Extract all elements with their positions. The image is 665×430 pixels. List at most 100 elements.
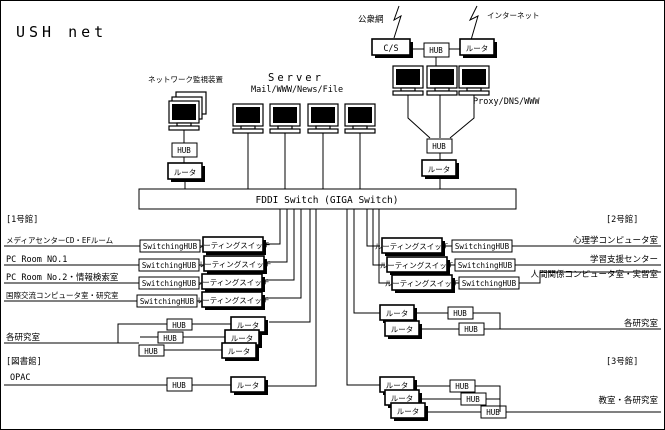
- b2-lab-router-2-label: ルータ: [391, 325, 414, 334]
- b3-trunk: [346, 209, 380, 386]
- b1-routing-switch-2: [203, 255, 267, 274]
- b1-lab-hub-1-label: HUB: [172, 321, 186, 330]
- server-monitor-4: [344, 103, 376, 134]
- b1-routing-switch-2-label: ルーティングスイッチ: [197, 259, 272, 269]
- b2-lab-hub-1-label: HUB: [453, 309, 467, 318]
- public-network-label: 公衆網: [358, 14, 384, 25]
- cs-label: C/S: [383, 44, 398, 54]
- b1-routing-switch-4-label: ルーティングスイッチ: [195, 295, 270, 305]
- library-trunk: [268, 209, 317, 387]
- b1-lab-hub-2-label: HUB: [163, 334, 177, 343]
- server-title: Server: [268, 72, 324, 84]
- b1-lab-hub-3-label: HUB: [144, 347, 158, 356]
- cs-box: [371, 38, 411, 56]
- b2-switching-hub-3-label: SwitchingHUB: [462, 279, 517, 288]
- b1-lab-label: 各研究室: [6, 332, 41, 343]
- b2-room-line-3: [519, 271, 661, 284]
- diagram-title: USH net: [16, 23, 107, 41]
- monitor-hub-label: HUB: [177, 146, 191, 155]
- server-services: Mail/WWW/News/File: [251, 85, 343, 95]
- b1-switching-hub-2-label: SwitchingHUB: [142, 261, 197, 270]
- b2-trunk-4: [353, 209, 380, 314]
- building-3-header: [3号館]: [606, 356, 638, 367]
- building-1-header: [1号館]: [6, 214, 38, 225]
- b1-routing-switch-1: [202, 236, 266, 255]
- server-monitor-3: [307, 103, 339, 134]
- b3-router-1-label: ルータ: [386, 381, 409, 390]
- b2-routing-switch-1-label: ルーティングスイッチ: [375, 241, 450, 251]
- b3-hub-2-label: HUB: [466, 395, 480, 404]
- b1-room-4: 国際交流コンピュータ室・研究室: [6, 290, 119, 300]
- internet-link: [468, 5, 479, 41]
- b3-branch-1: [475, 385, 501, 412]
- b1-switching-hub-3-label: SwitchingHUB: [142, 279, 197, 288]
- b2-lab-hub-2-label: HUB: [464, 325, 478, 334]
- b2-routing-switch-3-label: ルーティングスイッチ: [385, 278, 460, 288]
- b3-router-3: [390, 402, 428, 421]
- fddi-switch-label: FDDI Switch (GIGA Switch): [256, 195, 399, 206]
- b1-routing-switch-1-label: ルーティングスイッチ: [196, 240, 271, 250]
- b2-routing-switch-3: [391, 274, 455, 293]
- b2-switching-hub-1-label: SwitchingHUB: [455, 242, 510, 251]
- b2-switching-hub-2-label: SwitchingHUB: [458, 261, 513, 270]
- building-2-header: [2号館]: [606, 214, 638, 225]
- b2-lab-label: 各研究室: [624, 318, 659, 329]
- proxy-router-label: ルータ: [428, 165, 451, 174]
- b2-lab-router-1-label: ルータ: [386, 309, 409, 318]
- b1-room-3: PC Room No.2・情報検索室: [6, 272, 119, 283]
- b1-trunk-3: [265, 209, 295, 281]
- public-network-link: [393, 5, 402, 39]
- b3-hub-3-label: HUB: [486, 408, 500, 417]
- b1-trunk-2: [265, 209, 288, 263]
- server-monitor-2: [269, 103, 301, 134]
- network-monitor-label: ネットワーク監視装置: [148, 74, 223, 84]
- b2-lab-router-2: [384, 320, 422, 339]
- b3-router-3-label: ルータ: [397, 407, 420, 416]
- b2-lab-branch: [473, 312, 501, 329]
- proxy-monitor-2: [426, 65, 458, 96]
- b1-switching-hub-1-label: SwitchingHUB: [143, 242, 198, 251]
- fddi-switch-box: [138, 188, 517, 210]
- b2-room-2: 学習支援センター: [590, 254, 658, 265]
- top-hub-label: HUB: [429, 46, 443, 55]
- library-header: [図書館]: [6, 356, 42, 367]
- b1-lab-branch-1: [117, 323, 167, 343]
- library-hub-label: HUB: [172, 381, 186, 390]
- b1-room-1: メディアセンターCD・EFルーム: [6, 235, 113, 245]
- proxy-monitor-3: [458, 65, 490, 96]
- b2-lab-router-1: [379, 304, 417, 323]
- b2-routing-switch-1: [381, 237, 445, 256]
- monitor-router-label: ルータ: [174, 168, 197, 177]
- b2-trunk-1: [366, 209, 380, 247]
- proxy-router-box: [421, 159, 457, 177]
- b2-room-1: 心理学コンピュータ室: [573, 235, 659, 246]
- b2-room-3: 人間関係コンピュータ室・実習室: [530, 269, 658, 280]
- b1-lab-router-1-label: ルータ: [237, 321, 260, 330]
- b3-hub-1-label: HUB: [455, 382, 469, 391]
- b1-trunk-1: [265, 209, 281, 245]
- b1-routing-switch-4: [201, 291, 265, 310]
- b3-router-2-label: ルータ: [391, 394, 414, 403]
- library-router-label: ルータ: [237, 381, 260, 390]
- library-router: [230, 376, 268, 395]
- proxy-monitor-1: [392, 65, 424, 96]
- b2-routing-switch-2-label: ルーティングスイッチ: [380, 260, 455, 270]
- proxy-link-1: [407, 95, 431, 139]
- b1-room-2: PC Room NO.1: [6, 255, 67, 265]
- b3-label: 教室・各研究室: [598, 395, 658, 406]
- b1-trunk-5: [269, 209, 311, 323]
- b1-lab-router-2-label: ルータ: [231, 334, 254, 343]
- b2-routing-switch-2: [386, 256, 450, 275]
- b1-lab-router-3-label: ルータ: [228, 347, 251, 356]
- proxy-link-3: [449, 95, 475, 139]
- top-router-label: ルータ: [466, 44, 489, 53]
- b1-routing-switch-3: [201, 273, 265, 292]
- b2-trunk-3: [378, 209, 390, 284]
- b1-switching-hub-4-label: SwitchingHUB: [140, 297, 195, 306]
- internet-label: インターネット: [487, 11, 540, 20]
- server-monitor-1: [232, 103, 264, 134]
- b1-routing-switch-3-label: ルーティングスイッチ: [195, 277, 270, 287]
- b1-trunk-4: [265, 209, 302, 299]
